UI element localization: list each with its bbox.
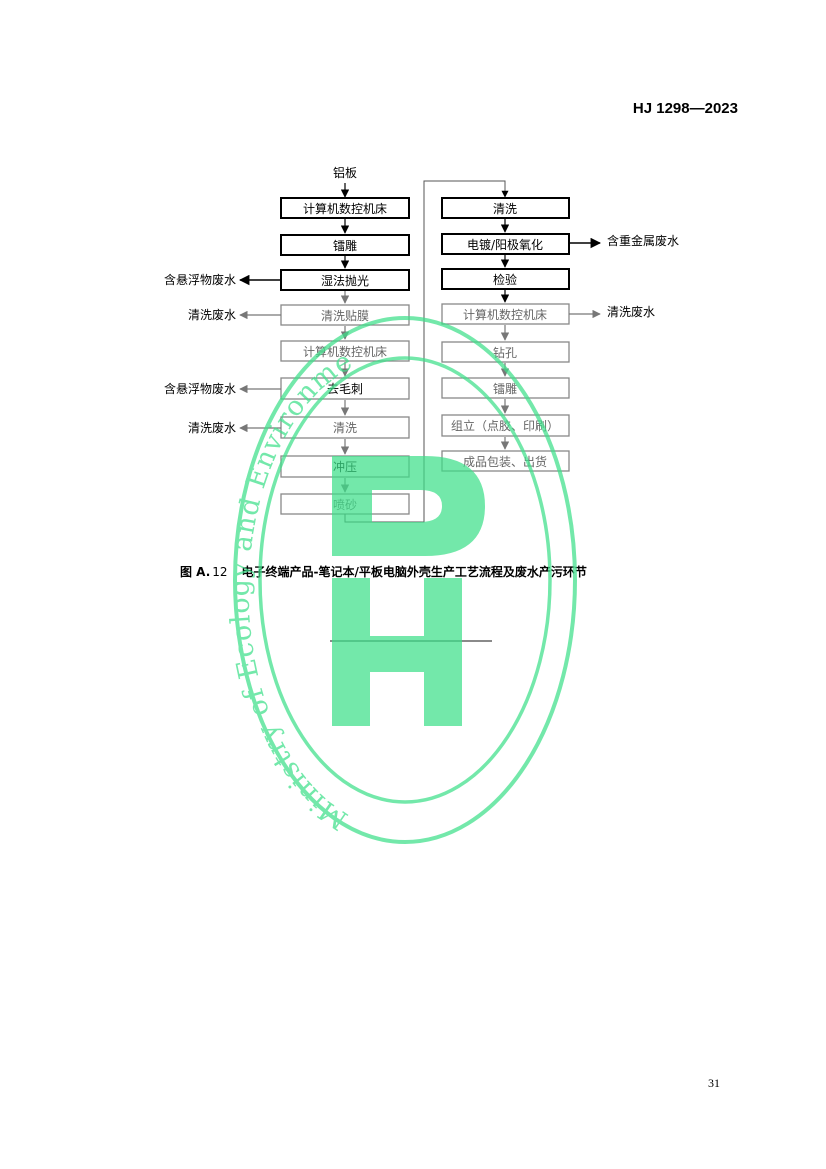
step-right-4: 计算机数控机床 <box>463 307 547 322</box>
step-right-6: 镭雕 <box>493 381 517 396</box>
step-left-2: 镭雕 <box>333 238 357 253</box>
output-left-4: 清洗废水 <box>188 420 236 435</box>
step-left-3: 湿法抛光 <box>321 273 369 288</box>
right-column-steps: 清洗 电镀/阳极氧化 检验 计算机数控机床 钻孔 镭雕 组立（点胶、印刷） 成品… <box>441 197 570 472</box>
caption-title: 电子终端产品-笔记本/平板电脑外壳生产工艺流程及废水产污环节 <box>241 565 587 579</box>
step-left-7: 清洗 <box>333 421 357 435</box>
step-left-6: 去毛刺 <box>327 382 363 396</box>
input-material-label: 铝板 <box>333 165 357 180</box>
step-right-5: 钻孔 <box>493 345 517 360</box>
step-left-9: 喷砂 <box>333 498 357 512</box>
step-right-2: 电镀/阳极氧化 <box>467 238 543 252</box>
output-right-2: 清洗废水 <box>607 304 655 319</box>
output-left-3: 含悬浮物废水 <box>164 381 236 396</box>
output-left-1: 含悬浮物废水 <box>164 272 236 287</box>
caption-number: 12 <box>212 565 228 579</box>
step-left-4: 清洗贴膜 <box>321 309 369 323</box>
page-number: 31 <box>708 1076 720 1090</box>
step-right-3: 检验 <box>493 272 517 287</box>
step-left-8: 冲压 <box>333 459 357 474</box>
step-right-1: 清洗 <box>493 202 517 216</box>
standard-code: HJ 1298—2023 <box>632 100 738 117</box>
output-right-1: 含重金属废水 <box>607 233 679 248</box>
step-left-1: 计算机数控机床 <box>303 201 387 216</box>
step-right-7: 组立（点胶、印刷） <box>451 418 559 433</box>
figure-caption: 图 A.12 电子终端产品-笔记本/平板电脑外壳生产工艺流程及废水产污环节 <box>180 563 587 580</box>
left-column-steps: 计算机数控机床 镭雕 湿法抛光 清洗贴膜 计算机数控机床 去毛刺 清洗 冲压 喷… <box>280 197 410 515</box>
caption-prefix: 图 A. <box>180 565 211 579</box>
step-left-5: 计算机数控机床 <box>303 344 387 359</box>
output-left-2: 清洗废水 <box>188 307 236 322</box>
step-right-8: 成品包装、出货 <box>463 454 547 469</box>
